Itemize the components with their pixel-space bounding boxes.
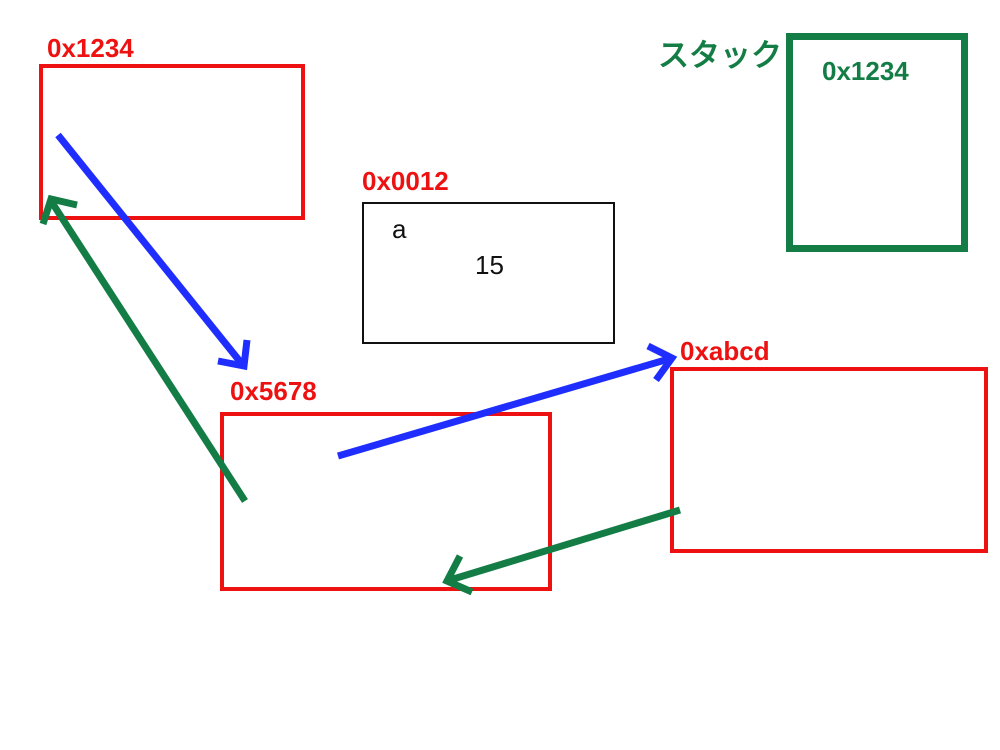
green-arrow-0x5678-to-0x1234 xyxy=(39,194,248,503)
heap-object-box-0x5678 xyxy=(220,412,552,591)
heap-address-label-0x1234: 0x1234 xyxy=(47,33,134,63)
stack-box xyxy=(786,33,968,252)
variable-box xyxy=(362,202,615,344)
blue-arrow-0x5678-to-0xabcd xyxy=(337,342,678,460)
stack-entry: 0x1234 xyxy=(822,56,909,86)
blue-arrow-0x1234-to-0x5678 xyxy=(55,132,251,371)
variable-name: a xyxy=(392,214,407,244)
heap-object-box-0xabcd xyxy=(670,367,988,553)
green-arrow-0xabcd-to-0x5678 xyxy=(442,506,682,596)
variable-address-label: 0x0012 xyxy=(362,166,449,196)
heap-object-box-0x1234 xyxy=(39,64,305,220)
stack-title: スタック xyxy=(658,38,782,73)
variable-value: 15 xyxy=(475,250,504,280)
heap-address-label-0x5678: 0x5678 xyxy=(230,376,317,406)
heap-address-label-0xabcd: 0xabcd xyxy=(680,336,770,366)
